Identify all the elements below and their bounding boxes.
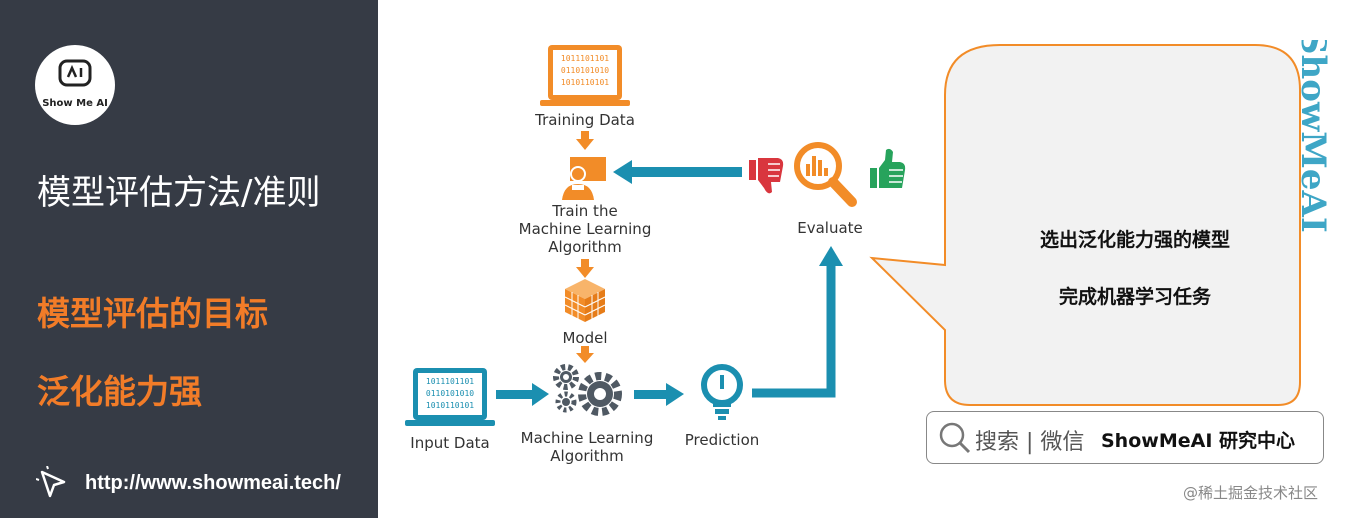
label-train-line3: Algorithm xyxy=(548,238,622,256)
bubble-line1: 选出泛化能力强的模型 xyxy=(1039,229,1230,251)
goal-text: 泛化能力强 xyxy=(37,372,202,411)
label-input-data: Input Data xyxy=(410,434,490,452)
arrow-down-icon xyxy=(576,346,594,363)
showmeai-vertical-brand: ShowMeAI xyxy=(1293,40,1330,233)
search-icon xyxy=(939,422,971,454)
label-prediction: Prediction xyxy=(684,431,760,449)
search-account-name: ShowMeAI 研究中心 xyxy=(1101,430,1295,452)
label-training-data: Training Data xyxy=(535,111,635,129)
cursor-click-icon xyxy=(36,466,66,498)
model-cube-icon xyxy=(564,279,606,322)
brand-vertical-text: ShowMeAI xyxy=(1293,40,1330,233)
training-data-laptop-icon: 1011101101 0110101010 1010110101 xyxy=(540,45,630,106)
juejin-watermark: @稀土掘金技术社区 xyxy=(1183,484,1319,502)
page-title: 模型评估方法/准则 xyxy=(37,173,321,213)
label-ml-line1: Machine Learning xyxy=(520,429,654,447)
binary-row: 1010110101 xyxy=(561,78,609,87)
input-data-laptop-icon: 1011101101 0110101010 1010110101 xyxy=(405,368,495,426)
arrow-right-icon xyxy=(496,383,549,406)
thumbs-up-icon xyxy=(870,148,906,188)
binary-row: 1010110101 xyxy=(426,401,474,410)
arrow-down-icon xyxy=(576,131,594,150)
lightbulb-icon xyxy=(701,364,743,420)
label-model: Model xyxy=(562,329,608,347)
binary-row: 1011101101 xyxy=(561,54,609,63)
speech-bubble xyxy=(869,44,1301,406)
left-panel: Show Me AI 模型评估方法/准则 模型评估的目标 泛化能力强 http:… xyxy=(0,0,378,518)
arrow-down-icon xyxy=(576,259,594,278)
logo-text: Show Me AI xyxy=(42,98,108,109)
label-train-line1: Train the xyxy=(552,202,618,220)
binary-row: 0110101010 xyxy=(426,389,474,398)
binary-row: 1011101101 xyxy=(426,377,474,386)
bubble-line2: 完成机器学习任务 xyxy=(1058,286,1211,308)
website-link[interactable]: http://www.showmeai.tech/ xyxy=(85,472,341,494)
arrow-up-icon xyxy=(752,246,843,398)
gears-icon xyxy=(553,364,622,416)
showmeai-logo: Show Me AI xyxy=(35,45,115,125)
magnifier-chart-icon xyxy=(794,142,857,207)
thumbs-down-icon xyxy=(749,158,784,194)
label-ml-line2: Algorithm xyxy=(550,447,624,465)
binary-row: 0110101010 xyxy=(561,66,609,75)
search-label: 搜索 | 微信 xyxy=(975,430,1085,455)
label-evaluate: Evaluate xyxy=(797,219,863,237)
goal-heading: 模型评估的目标 xyxy=(37,294,268,333)
arrow-right-icon xyxy=(634,383,684,406)
search-box[interactable]: 搜索 | 微信 ShowMeAI 研究中心 xyxy=(926,411,1324,464)
label-train-line2: Machine Learning xyxy=(518,220,652,238)
trainer-person-icon xyxy=(562,157,606,200)
arrow-left-icon xyxy=(613,160,742,184)
robot-face-icon xyxy=(58,59,92,87)
